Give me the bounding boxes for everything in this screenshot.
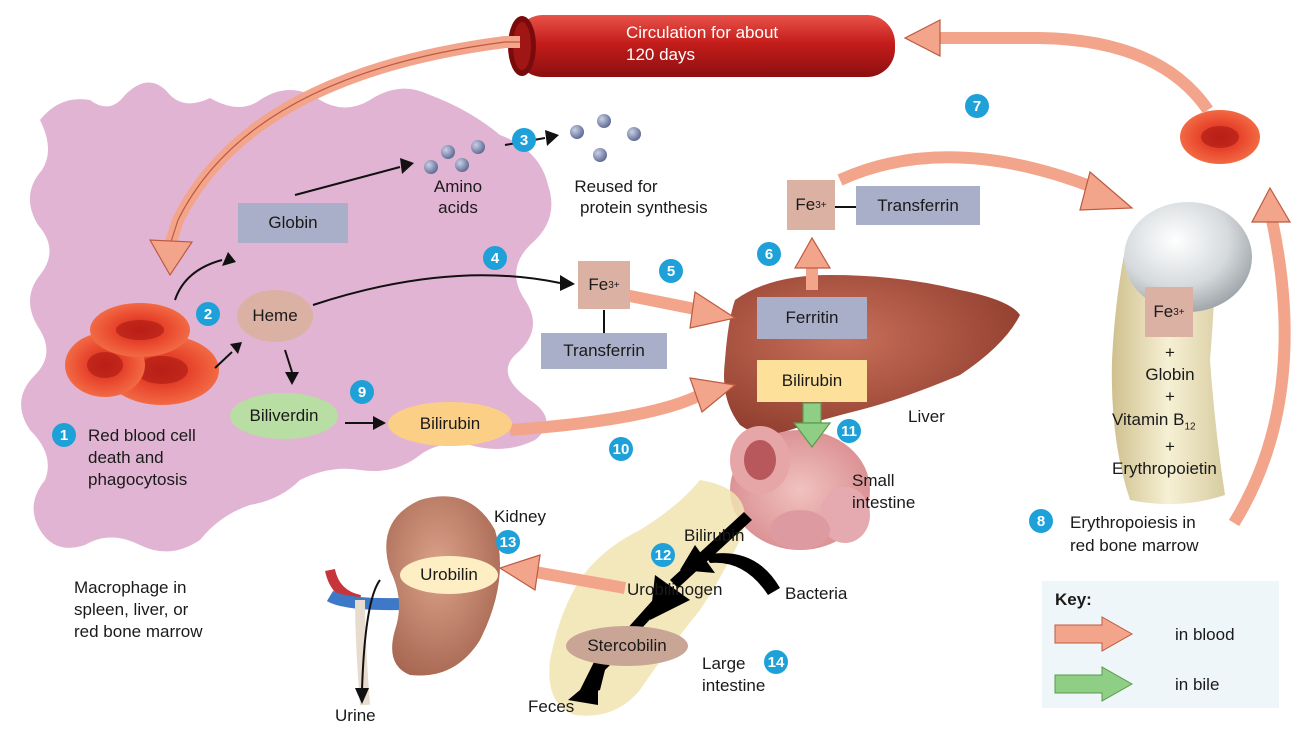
small-intestine-label-1: Small [852, 470, 895, 491]
rbc-death-label-3: phagocytosis [88, 469, 187, 490]
step-badge-14: 14 [764, 650, 788, 674]
vitamin-b12-label: Vitamin B12 [1112, 409, 1196, 437]
amino-label-1: Amino [428, 176, 488, 197]
step-badge-10: 10 [609, 437, 633, 461]
bilirubin-oval: Bilirubin [388, 402, 512, 446]
globin-box: Globin [238, 203, 348, 243]
step-badge-8: 8 [1029, 509, 1053, 533]
plus-2: + [1120, 386, 1220, 407]
erythropoiesis-label-2: red bone marrow [1070, 535, 1199, 556]
fe-symbol: Fe [795, 195, 815, 215]
step-badge-4: 4 [483, 246, 507, 270]
fe-symbol: Fe [1153, 302, 1173, 322]
marrow-globin-label: Globin [1120, 364, 1220, 385]
urine-label: Urine [335, 705, 376, 726]
feces-label: Feces [528, 696, 574, 717]
rbc-death-label-1: Red blood cell [88, 425, 196, 446]
reused-label-2: protein synthesis [580, 197, 708, 218]
step-badge-13: 13 [496, 530, 520, 554]
macrophage-label-3: red bone marrow [74, 621, 203, 642]
macrophage-label-1: Macrophage in [74, 577, 186, 598]
transferrin-box-transport: Transferrin [856, 186, 980, 225]
transferrin-box-blood: Transferrin [541, 333, 667, 369]
step-badge-9: 9 [350, 380, 374, 404]
fe-charge: 3+ [1173, 307, 1184, 318]
kidney-organ [330, 496, 500, 705]
step-badge-6: 6 [757, 242, 781, 266]
key-blood-label: in blood [1175, 624, 1235, 645]
fe-symbol: Fe [588, 275, 608, 295]
large-intestine-label-2: intestine [702, 675, 765, 696]
step-badge-11: 11 [837, 419, 861, 443]
step-badge-3: 3 [512, 128, 536, 152]
fe-charge: 3+ [608, 280, 619, 291]
bacteria-label: Bacteria [785, 583, 847, 604]
liver-label: Liver [908, 406, 945, 427]
erythropoietin-label: Erythropoietin [1112, 458, 1217, 479]
heme-oval: Heme [237, 290, 313, 342]
urobilin-oval: Urobilin [400, 556, 498, 594]
step-badge-7: 7 [965, 94, 989, 118]
small-intestine-label-2: intestine [852, 492, 915, 513]
erythropoiesis-label-1: Erythropoiesis in [1070, 512, 1196, 533]
kidney-label: Kidney [494, 506, 546, 527]
intestine-bilirubin-label: Bilirubin [684, 525, 744, 546]
step-badge-1: 1 [52, 423, 76, 447]
key-bile-label: in bile [1175, 674, 1219, 695]
key-title: Key: [1055, 589, 1092, 610]
vessel-label-line2: 120 days [626, 44, 695, 65]
plus-3: + [1120, 436, 1220, 457]
step-badge-5: 5 [659, 259, 683, 283]
vessel-label-line1: Circulation for about [626, 22, 778, 43]
macrophage-label-2: spleen, liver, or [74, 599, 188, 620]
ferritin-box: Ferritin [757, 297, 867, 339]
fe-charge: 3+ [815, 200, 826, 211]
reused-label-1: Reused for [564, 176, 668, 197]
biliverdin-oval: Biliverdin [230, 393, 338, 439]
vitamin-b-text: Vitamin B [1112, 410, 1184, 429]
urobilinogen-label: Urobilinogen [627, 579, 722, 600]
large-intestine-label-1: Large [702, 653, 745, 674]
bilirubin-box-liver: Bilirubin [757, 360, 867, 402]
stercobilin-oval: Stercobilin [566, 626, 688, 666]
vitamin-b-subscript: 12 [1184, 421, 1195, 432]
small-intestine-organ [730, 426, 870, 550]
step-badge-2: 2 [196, 302, 220, 326]
amino-label-2: acids [428, 197, 488, 218]
rbc-death-label-2: death and [88, 447, 164, 468]
step-badge-12: 12 [651, 543, 675, 567]
plus-1: + [1120, 342, 1220, 363]
